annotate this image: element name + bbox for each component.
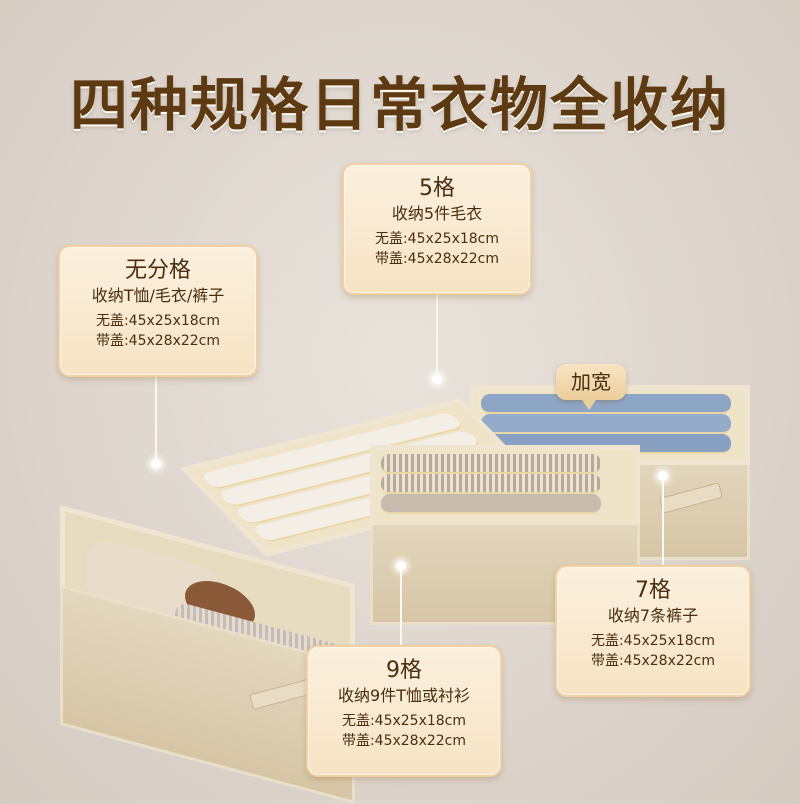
spec-card-9-grid: 9格 收纳9件T恤或衬衫 无盖:45x25x18cm 带盖:45x28x22cm	[306, 645, 502, 777]
card-dims-no-lid: 无盖:45x25x18cm	[341, 713, 467, 729]
connector-line	[400, 565, 402, 645]
connector-line	[436, 295, 438, 377]
card-dims-no-lid: 无盖:45x25x18cm	[95, 313, 221, 329]
card-heading: 无分格	[124, 258, 191, 283]
card-subtitle: 收纳7条裤子	[607, 606, 699, 625]
page-title: 四种规格日常衣物全收纳	[69, 71, 730, 139]
card-heading: 5格	[419, 176, 455, 201]
card-subtitle: 收纳T恤/毛衣/裤子	[91, 286, 225, 305]
spec-card-7-grid: 7格 收纳7条裤子 无盖:45x25x18cm 带盖:45x28x22cm	[555, 565, 751, 697]
card-dims-with-lid: 带盖:45x28x22cm	[95, 333, 221, 349]
connector-line	[662, 476, 664, 568]
wider-badge: 加宽	[556, 364, 626, 410]
connector-dot	[658, 471, 668, 481]
storage-box-5-grid	[370, 425, 650, 645]
card-dims-no-lid: 无盖:45x25x18cm	[590, 633, 716, 649]
connector-dot	[432, 374, 442, 384]
card-dims-with-lid: 带盖:45x28x22cm	[341, 733, 467, 749]
connector-dot	[151, 459, 161, 469]
spec-card-5-grid: 5格 收纳5件毛衣 无盖:45x25x18cm 带盖:45x28x22cm	[342, 163, 532, 295]
card-dims-with-lid: 带盖:45x28x22cm	[590, 653, 716, 669]
card-heading: 7格	[635, 578, 671, 603]
card-dims-no-lid: 无盖:45x25x18cm	[374, 231, 500, 247]
card-subtitle: 收纳9件T恤或衬衫	[338, 686, 470, 705]
connector-line	[155, 375, 157, 463]
connector-dot	[396, 561, 406, 571]
card-heading: 9格	[386, 658, 422, 683]
spec-card-no-divider: 无分格 收纳T恤/毛衣/裤子 无盖:45x25x18cm 带盖:45x28x22…	[58, 245, 258, 377]
card-dims-with-lid: 带盖:45x28x22cm	[374, 251, 500, 267]
card-subtitle: 收纳5件毛衣	[391, 204, 483, 223]
